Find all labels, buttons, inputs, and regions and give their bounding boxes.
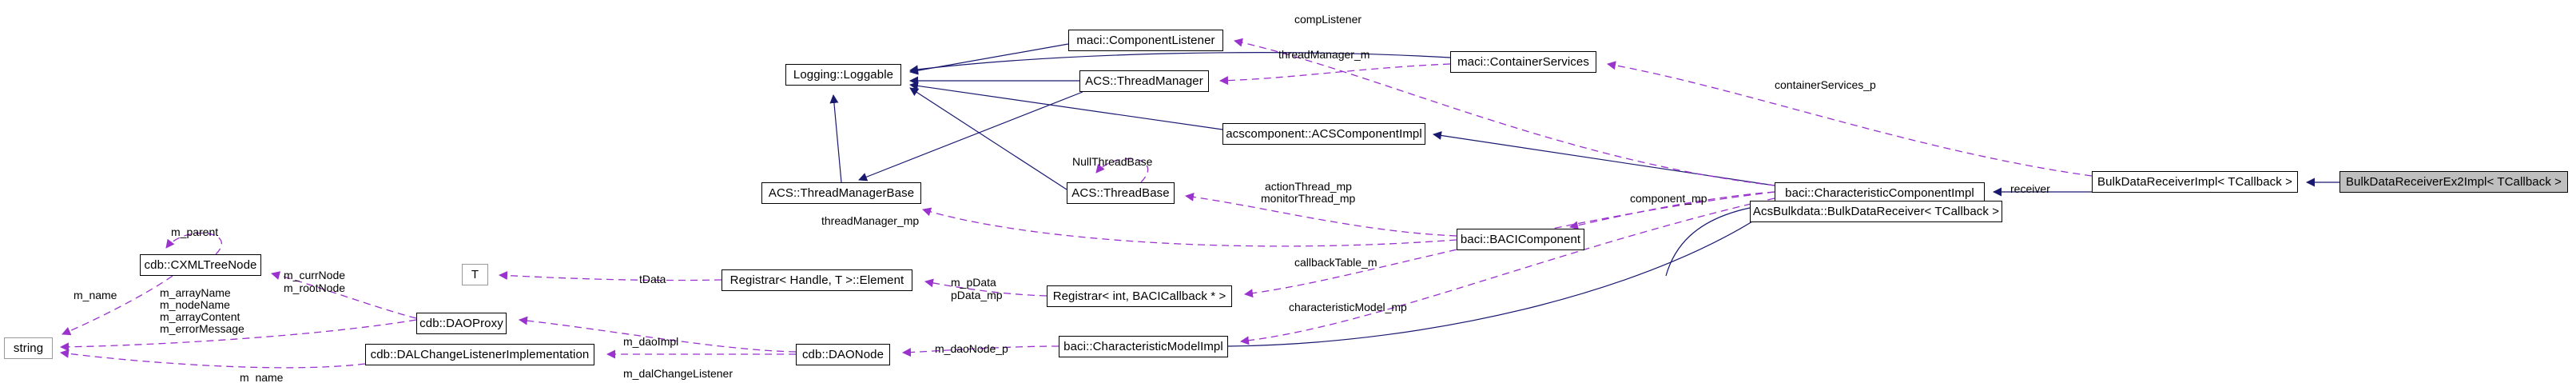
edge-label-callbacktable-m: callbackTable_m — [1294, 256, 1377, 269]
edge-label-m-parent: m_parent — [171, 225, 219, 238]
edge-label-m-arrayname: m_arrayName — [160, 286, 231, 299]
node-acscomponent-acscomponentimpl[interactable]: acscomponent::ACSComponentImpl — [1222, 123, 1425, 145]
edge-label-containerservices-p: containerServices_p — [1775, 78, 1876, 91]
edge-label-monitorthread-mp: monitorThread_mp — [1261, 192, 1356, 205]
edge-label-m-errormessage: m_errorMessage — [160, 322, 244, 335]
node-registrar-int-bacicallback[interactable]: Registrar< int, BACICallback * > — [1047, 285, 1232, 307]
node-cdb-daoproxy[interactable]: cdb::DAOProxy — [416, 313, 507, 334]
node-logging-loggable[interactable]: Logging::Loggable — [785, 64, 901, 86]
node-string[interactable]: string — [4, 337, 53, 359]
node-baci-characteristic-component-impl[interactable]: baci::CharacteristicComponentImpl — [1775, 182, 1985, 204]
node-acs-thread-manager[interactable]: ACS::ThreadManager — [1079, 70, 1209, 92]
node-cdb-dalchangelistenerimplementation[interactable]: cdb::DALChangeListenerImplementation — [365, 344, 594, 365]
edge-label-threadmanager-mp: threadManager_mp — [821, 214, 920, 227]
node-bulk-data-receiver-impl[interactable]: BulkDataReceiverImpl< TCallback > — [2092, 171, 2298, 193]
edge-label-nullthreadbase: NullThreadBase — [1072, 155, 1153, 168]
edge-label-characteristicmodel-mp: characteristicModel_mp — [1289, 301, 1407, 313]
node-baci-characteristic-model-impl[interactable]: baci::CharacteristicModelImpl — [1059, 336, 1228, 357]
edge-label-actionthread-mp: actionThread_mp — [1265, 180, 1352, 193]
edge-label-m-nodename: m_nodeName — [160, 298, 230, 311]
node-template-t[interactable]: T — [462, 264, 488, 285]
node-cdb-cxmltreenode[interactable]: cdb::CXMLTreeNode — [140, 254, 261, 276]
edge-label-m-daonode-p: m_daoNode_p — [935, 342, 1008, 355]
node-acs-thread-base[interactable]: ACS::ThreadBase — [1067, 182, 1175, 204]
edge-label-m-dalchangelistener: m_dalChangeListener — [623, 367, 733, 380]
edge-label-pdata-mp: pData_mp — [951, 289, 1003, 301]
node-maci-component-listener[interactable]: maci::ComponentListener — [1068, 30, 1223, 51]
node-cdb-daonode[interactable]: cdb::DAONode — [796, 344, 890, 365]
edge-label-tdata: tData — [639, 273, 666, 285]
edge-label-m-arraycontent: m_arrayContent — [160, 310, 241, 323]
edge-label-receiver: receiver — [2010, 182, 2050, 195]
edge-label-m-currnode: m_currNode — [284, 269, 346, 281]
node-registrar-handle-t-element[interactable]: Registrar< Handle, T >::Element — [722, 269, 912, 291]
edge-label-m-rootnode: m_rootNode — [284, 281, 346, 294]
edge-label-component-mp: component_mp — [1630, 192, 1707, 205]
node-acsbulkdata-bulk-data-receiver[interactable]: AcsBulkdata::BulkDataReceiver< TCallback… — [1750, 201, 2002, 222]
node-maci-container-services[interactable]: maci::ContainerServices — [1450, 51, 1596, 73]
node-baci-bacicomponent[interactable]: baci::BACIComponent — [1457, 229, 1584, 250]
edge-label-m-daoimpl: m_daoImpl — [623, 335, 679, 348]
node-bulk-data-receiver-ex2-impl[interactable]: BulkDataReceiverEx2Impl< TCallback > — [2339, 171, 2568, 193]
edge-label-m-name-cxml: m_name — [74, 289, 117, 301]
edge-label-m-pdata: m_pData — [951, 276, 996, 289]
edge-label-complistener: compListener — [1294, 13, 1362, 26]
edge-label-threadmanager-m: threadManager_m — [1278, 48, 1370, 61]
node-acs-thread-manager-base[interactable]: ACS::ThreadManagerBase — [761, 182, 921, 204]
edge-label-m-name-dal: m_name — [240, 371, 284, 383]
